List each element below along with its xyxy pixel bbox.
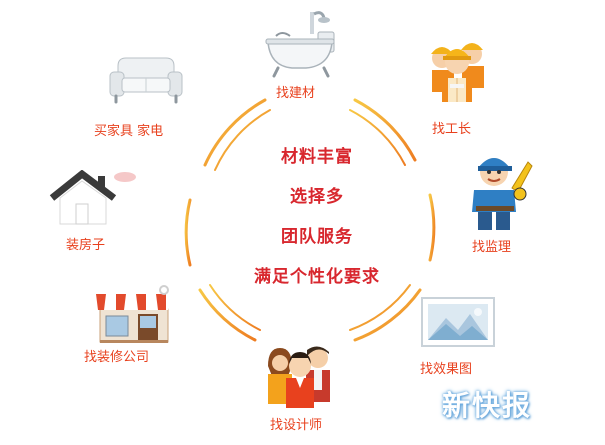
arc-top-left-inner — [214, 109, 271, 171]
label-supervisor: 找监理 — [472, 240, 512, 255]
arc-bottom-right — [353, 288, 422, 342]
bathtub-icon — [265, 11, 335, 78]
label-foreman: 找工长 — [432, 122, 472, 137]
arc-bottom-right-inner — [349, 284, 411, 331]
arc-bottom-left-inner — [209, 284, 261, 331]
landscape-picture-icon — [421, 297, 495, 347]
label-building-materials: 找建材 — [276, 86, 316, 101]
arc-bottom-left — [198, 288, 257, 342]
center-line-choices: 选择多 — [290, 187, 344, 207]
arc-top-right-inner — [349, 109, 406, 166]
item-house: 装房子 — [48, 169, 136, 253]
center-line-team: 团队服务 — [281, 227, 353, 247]
center-line-personalized: 满足个性化要求 — [254, 267, 380, 287]
label-rendering: 找效果图 — [420, 362, 473, 377]
item-designer: 找设计师 — [260, 342, 340, 433]
sofa-icon — [109, 57, 183, 104]
watermark-logo: 新快报 — [441, 389, 532, 422]
arc-left — [184, 198, 192, 267]
designers-group-icon — [268, 346, 330, 408]
label-decoration-company: 找装修公司 — [84, 350, 150, 365]
storefront-icon — [96, 285, 172, 343]
decor-dot — [114, 172, 136, 182]
item-rendering: 找效果图 — [420, 296, 496, 377]
item-foreman: 找工长 — [424, 32, 494, 137]
house-icon — [49, 169, 117, 225]
label-house: 装房子 — [66, 238, 106, 253]
supervisor-worker-icon — [472, 158, 533, 230]
arc-right — [428, 193, 436, 262]
label-furniture: 买家具 家电 — [94, 124, 164, 139]
label-designer: 找设计师 — [270, 418, 323, 433]
item-supervisor: 找监理 — [462, 148, 538, 255]
center-line-materials: 材料丰富 — [281, 147, 353, 167]
item-furniture: 买家具 家电 — [94, 52, 184, 139]
workers-group-icon — [431, 43, 484, 102]
item-decoration-company: 找装修公司 — [84, 284, 174, 365]
arc-top-left — [203, 98, 267, 167]
item-building-materials: 找建材 — [262, 8, 342, 101]
arc-top-right — [353, 98, 417, 162]
